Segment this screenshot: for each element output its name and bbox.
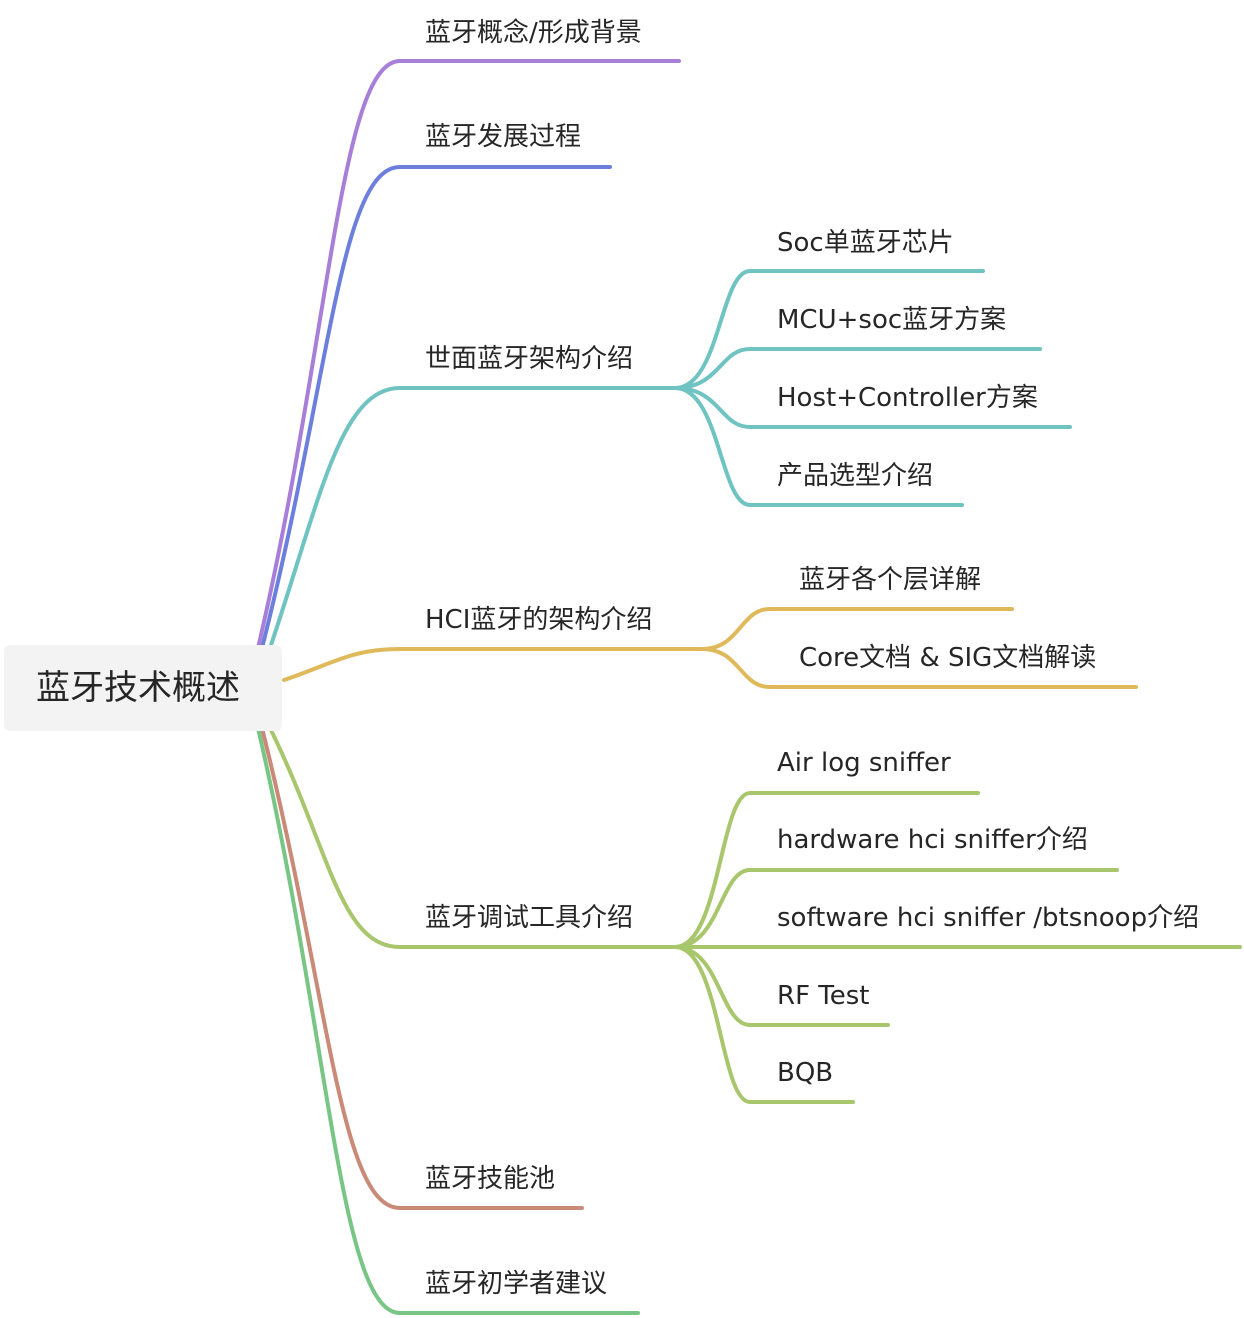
branch-beginner-advice[interactable]: 蓝牙初学者建议 [425,1269,608,1299]
connector-b3-c2 [673,347,1042,390]
branch-skill-pool[interactable]: 蓝牙技能池 [425,1164,556,1194]
branch-hci-architecture[interactable]: HCI蓝牙的架构介绍 [425,605,653,635]
branch-history[interactable]: 蓝牙发展过程 [425,122,582,152]
branch-debug-tools[interactable]: 蓝牙调试工具介绍 [425,903,634,933]
node-software-hci-sniffer[interactable]: software hci sniffer /btsnoop介绍 [777,903,1200,933]
node-host-controller-solution[interactable]: Host+Controller方案 [777,383,1038,413]
connector-b5-c1 [673,791,980,949]
connector-b3-c3 [673,386,1072,429]
connector-b3 [268,386,677,650]
node-layers-detail[interactable]: 蓝牙各个层详解 [799,565,982,595]
node-product-selection[interactable]: 产品选型介绍 [777,461,934,491]
connector-b6 [260,726,584,1210]
connector-b5 [268,726,677,949]
connector-b3-c4 [673,386,964,507]
connector-b4-c2 [700,647,1138,689]
connector-b4-c1 [700,607,1014,651]
connector-b1 [256,59,681,650]
connector-b7 [256,726,640,1315]
connector-b5-c2 [673,868,1119,949]
root-label: 蓝牙技术概述 [36,668,240,708]
node-bqb[interactable]: BQB [777,1058,834,1088]
node-core-sig-docs[interactable]: Core文档 & SIG文档解读 [799,643,1097,673]
node-mcu-soc-solution[interactable]: MCU+soc蓝牙方案 [777,305,1007,335]
node-hardware-hci-sniffer[interactable]: hardware hci sniffer介绍 [777,825,1088,855]
connector-b3-c1 [673,269,985,390]
connector-b4 [282,647,704,682]
branch-architecture[interactable]: 世面蓝牙架构介绍 [425,344,634,374]
connector-b5-c5 [673,945,855,1104]
connector-b5-c4 [673,945,890,1027]
connector-b2 [260,165,612,650]
root-node[interactable] [4,645,282,731]
node-rf-test[interactable]: RF Test [777,981,870,1011]
node-air-log-sniffer[interactable]: Air log sniffer [777,748,951,778]
branch-concept[interactable]: 蓝牙概念/形成背景 [425,18,642,48]
node-soc-single-chip[interactable]: Soc单蓝牙芯片 [777,228,954,258]
